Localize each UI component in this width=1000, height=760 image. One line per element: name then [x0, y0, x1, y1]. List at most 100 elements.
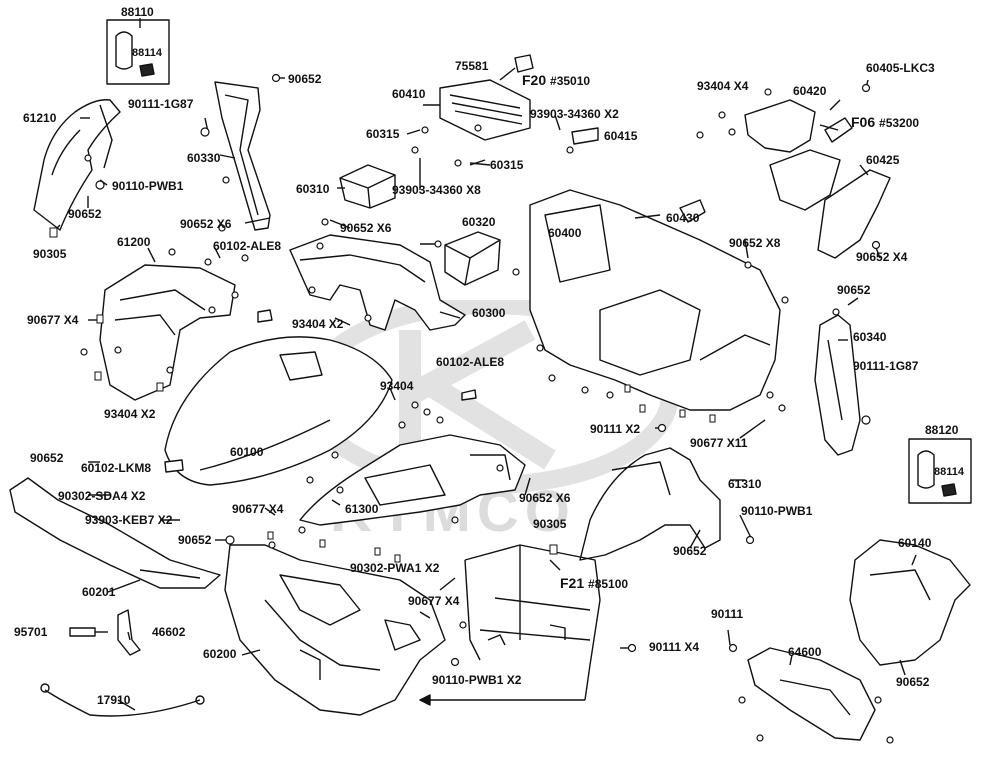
part-F21-rack: [464, 544, 601, 701]
label-60330: 60330: [187, 151, 221, 165]
label-61210: 61210: [23, 111, 57, 125]
label-90652x6-left: 90652 X6: [180, 217, 232, 231]
label-60310: 60310: [296, 182, 330, 196]
label-60340: 60340: [853, 330, 887, 344]
label-90677x11: 90677 X11: [690, 436, 748, 450]
part-60310: [339, 164, 396, 209]
label-60425: 60425: [866, 153, 900, 167]
part-60430: [679, 199, 706, 223]
label-90302-pwa1: 90302-PWA1 X2: [350, 561, 440, 575]
label-60102-lkm8: 60102-LKM8: [81, 461, 152, 475]
label-60430: 60430: [666, 211, 700, 225]
label-90110-pwb1-left: 90110-PWB1: [112, 179, 184, 193]
label-61310: 61310: [728, 477, 762, 491]
label-88114-left: 88114: [132, 47, 162, 59]
label-90305-left: 90305: [33, 247, 67, 261]
label-88120: 88120: [925, 423, 959, 437]
part-17910-cable: [44, 689, 201, 717]
label-93903-keb7: 93903-KEB7 X2: [85, 513, 173, 527]
part-60200-front: [224, 544, 446, 716]
label-90652-mid-right: 90652: [673, 544, 707, 558]
label-60315-left: 60315: [366, 127, 400, 141]
part-61210: [33, 99, 121, 231]
label-90677x4-left: 90677 X4: [27, 313, 79, 327]
label-60315-right: 60315: [490, 158, 524, 172]
label-90652-lower-left: 90652: [30, 451, 64, 465]
part-60400-body: [529, 189, 781, 411]
label-60415: 60415: [604, 129, 638, 143]
label-90110-pwb1-right: 90110-PWB1: [741, 504, 813, 518]
part-60340: [814, 314, 861, 456]
label-60420: 60420: [793, 84, 827, 98]
label-61200: 61200: [117, 235, 151, 249]
label-F06: F06 #53200: [851, 114, 919, 130]
mirror-88120-shape: [917, 450, 935, 489]
label-93404x2-mid: 93404 X2: [292, 317, 344, 331]
label-90302-sda4: 90302-SDA4 X2: [58, 489, 146, 503]
label-60102-ale8-mid: 60102-ALE8: [436, 355, 505, 369]
label-90677x4-lower: 90677 X4: [408, 594, 460, 608]
part-60410: [439, 79, 531, 141]
label-93404: 93404: [380, 379, 414, 393]
label-95701: 95701: [14, 625, 48, 639]
label-88114-right: 88114: [934, 466, 964, 478]
part-60201: [9, 477, 221, 589]
label-60102-ale8-left: 60102-ALE8: [213, 239, 282, 253]
label-64600: 64600: [788, 645, 822, 659]
label-60140: 60140: [898, 536, 932, 550]
label-90111-1g87-left: 90111-1G87: [128, 97, 194, 111]
mirror-88110-frame: [106, 19, 170, 85]
part-60330: [214, 81, 271, 231]
label-90652-bottom-right: 90652: [896, 675, 930, 689]
label-90111-1g87-right: 90111-1G87: [853, 359, 919, 373]
label-90652-top: 90652: [288, 72, 322, 86]
part-60140: [849, 539, 971, 666]
label-90305-mid: 90305: [533, 517, 567, 531]
F21-code: F21: [560, 575, 585, 591]
label-60201: 60201: [82, 585, 116, 599]
part-61200: [99, 264, 236, 401]
label-60400: 60400: [548, 226, 582, 240]
part-F06-assembly: [769, 149, 841, 211]
label-90652x8: 90652 X8: [729, 236, 781, 250]
label-F21: F21 #85100: [560, 575, 629, 591]
label-60410: 60410: [392, 87, 426, 101]
label-93903-x2: 93903-34360 X2: [530, 107, 619, 121]
label-90652-mid-left: 90652: [178, 533, 212, 547]
label-90110-pwb1-x2: 90110-PWB1 X2: [432, 673, 522, 687]
label-60405-lkc3: 60405-LKC3: [866, 61, 935, 75]
label-60300: 60300: [472, 306, 506, 320]
part-60320: [444, 231, 501, 286]
label-90652x6-right: 90652 X6: [519, 491, 571, 505]
part-60420: [744, 99, 816, 153]
label-F20: F20 #35010: [522, 73, 590, 88]
part-60100-hood: [164, 336, 393, 486]
part-60425: [817, 169, 891, 259]
label-88110: 88110: [121, 5, 154, 19]
part-64600: [747, 647, 876, 741]
label-90652-right: 90652: [837, 283, 871, 297]
label-90111x4: 90111 X4: [649, 640, 700, 654]
label-93903-x8: 93903-34360 X8: [392, 183, 481, 197]
label-90652x4: 90652 X4: [856, 250, 908, 264]
F21-ref: #85100: [588, 577, 629, 591]
label-60200: 60200: [203, 647, 237, 661]
label-90111: 90111: [711, 607, 744, 621]
label-75581: 75581: [455, 59, 489, 73]
F06-code: F06: [851, 114, 876, 130]
part-46602-bracket: [117, 609, 141, 656]
label-61300: 61300: [345, 502, 379, 516]
label-60320: 60320: [462, 215, 496, 229]
label-90111x2: 90111 X2: [590, 422, 641, 436]
label-93404x4: 93404 X4: [697, 79, 749, 93]
label-93404x2-left: 93404 X2: [104, 407, 156, 421]
part-61310: [579, 447, 721, 561]
label-17910: 17910: [97, 693, 131, 707]
label-90652-left: 90652: [68, 207, 102, 221]
label-60100: 60100: [230, 445, 264, 459]
label-46602: 46602: [152, 625, 186, 639]
part-60300: [289, 234, 466, 331]
part-95701-bolt: [69, 627, 96, 637]
part-61300: [299, 434, 526, 526]
